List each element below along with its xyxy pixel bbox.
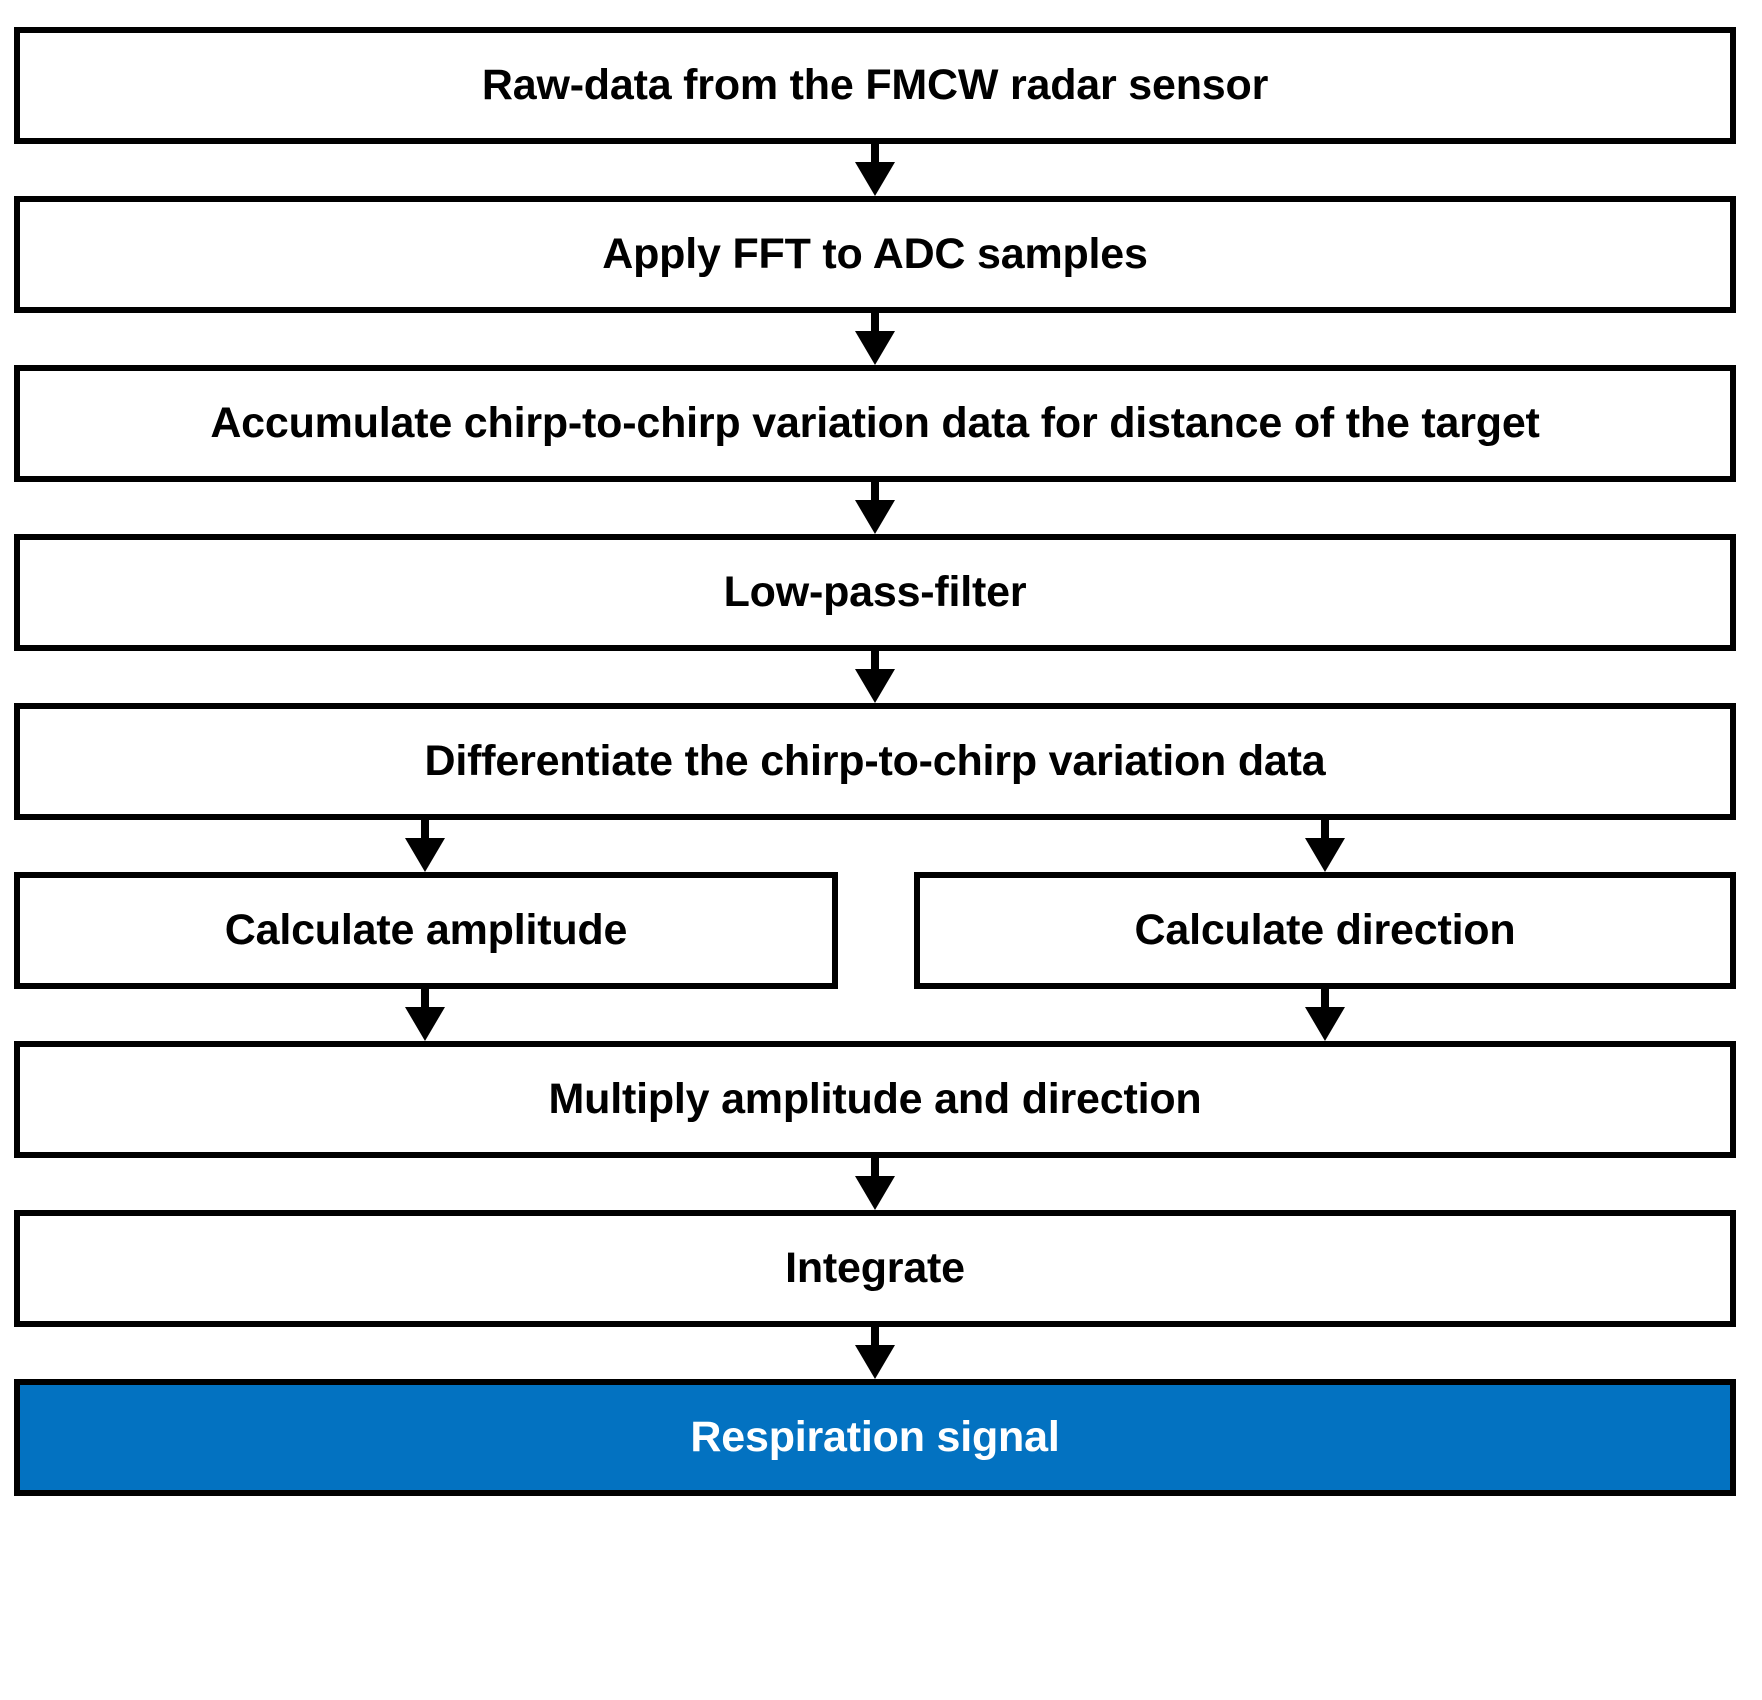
node-raw-data[interactable]: Raw-data from the FMCW radar sensor: [14, 27, 1736, 144]
arrow-multiply-to-integrate: [855, 1158, 895, 1210]
arrow-raw-data-to-apply-fft: [855, 144, 895, 196]
node-calculate-direction[interactable]: Calculate direction: [914, 872, 1736, 989]
node-integrate[interactable]: Integrate: [14, 1210, 1736, 1327]
arrow-calculate-amplitude-to-multiply: [405, 989, 445, 1041]
node-calculate-amplitude[interactable]: Calculate amplitude: [14, 872, 838, 989]
arrow-integrate-to-respiration-signal: [855, 1327, 895, 1379]
node-apply-fft[interactable]: Apply FFT to ADC samples: [14, 196, 1736, 313]
node-label-accumulate-chirp: Accumulate chirp-to-chirp variation data…: [210, 398, 1540, 447]
node-label-differentiate: Differentiate the chirp-to-chirp variati…: [424, 736, 1326, 785]
node-label-calculate-direction: Calculate direction: [1134, 905, 1516, 954]
node-label-apply-fft: Apply FFT to ADC samples: [602, 229, 1148, 278]
node-label-calculate-amplitude: Calculate amplitude: [224, 905, 628, 954]
node-label-multiply: Multiply amplitude and direction: [548, 1074, 1202, 1123]
arrow-differentiate-to-calculate-amplitude: [405, 820, 445, 872]
node-accumulate-chirp[interactable]: Accumulate chirp-to-chirp variation data…: [14, 365, 1736, 482]
node-label-low-pass-filter: Low-pass-filter: [723, 567, 1027, 616]
arrow-low-pass-filter-to-differentiate: [855, 651, 895, 703]
arrow-apply-fft-to-accumulate-chirp: [855, 313, 895, 365]
arrow-accumulate-chirp-to-low-pass-filter: [855, 482, 895, 534]
node-label-respiration-signal: Respiration signal: [690, 1412, 1060, 1461]
node-low-pass-filter[interactable]: Low-pass-filter: [14, 534, 1736, 651]
node-differentiate[interactable]: Differentiate the chirp-to-chirp variati…: [14, 703, 1736, 820]
node-label-raw-data: Raw-data from the FMCW radar sensor: [481, 60, 1269, 109]
arrow-differentiate-to-calculate-direction: [1305, 820, 1345, 872]
node-multiply[interactable]: Multiply amplitude and direction: [14, 1041, 1736, 1158]
arrow-calculate-direction-to-multiply: [1305, 989, 1345, 1041]
node-respiration-signal[interactable]: Respiration signal: [14, 1379, 1736, 1496]
node-label-integrate: Integrate: [785, 1243, 965, 1292]
